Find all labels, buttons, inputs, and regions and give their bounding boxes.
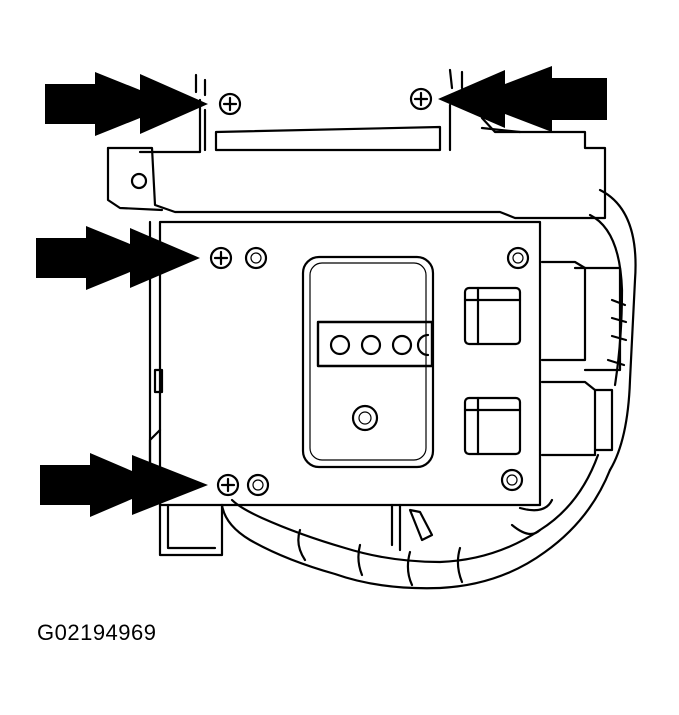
figure-id-label: G02194969 [37,620,157,645]
callout-arrow-icon [40,453,208,517]
center-cover-plate [301,255,435,469]
callout-arrow-icon [36,226,200,290]
screw-icon [218,92,242,116]
screws [209,87,530,497]
right-connectors [463,260,622,457]
module-housing [148,220,542,557]
wiring-harness [220,188,637,590]
upper-bracket [106,68,607,220]
screw-icon [409,87,433,111]
screw-icon [216,473,240,497]
screw-icon [209,246,233,270]
callout-arrow-icon [438,66,607,132]
callout-arrow-icon [45,72,208,136]
